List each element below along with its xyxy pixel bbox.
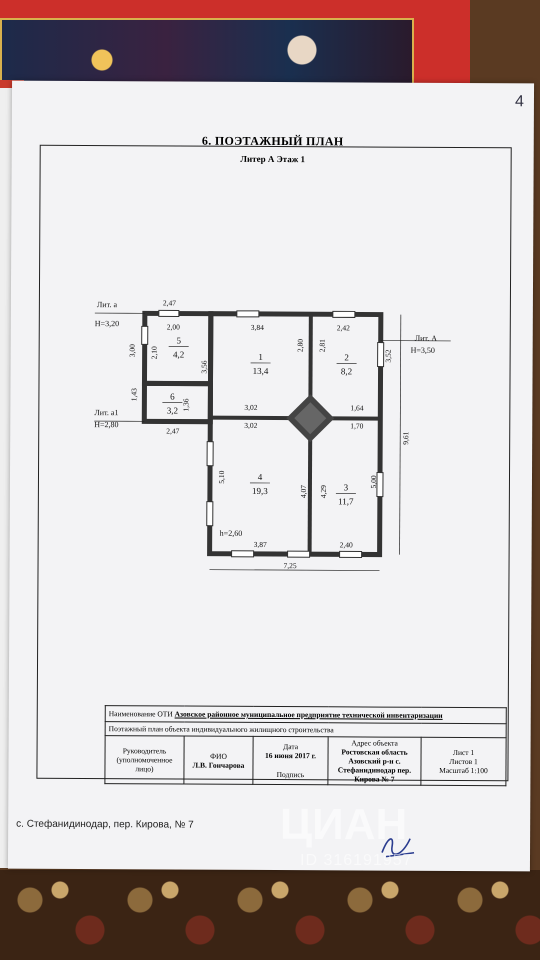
dim: 3,84	[251, 323, 264, 332]
folder-cover-art	[0, 18, 414, 92]
stove	[286, 394, 335, 443]
dim: 3,52	[384, 349, 393, 362]
dim: 1,36	[181, 398, 190, 411]
dim: 2,10	[150, 346, 159, 359]
dim: 7,25	[284, 561, 297, 570]
dim: 3,00	[128, 344, 137, 357]
dim: 2,42	[337, 323, 350, 332]
window	[287, 550, 311, 558]
room-5-area: 4,2	[173, 349, 184, 359]
room-2-number: 2	[344, 352, 349, 362]
window	[141, 325, 149, 345]
room-4-area: 19,3	[252, 486, 268, 496]
dim: 3,02	[244, 403, 257, 412]
dim: 2,81	[318, 339, 327, 352]
window	[236, 310, 260, 318]
cian-watermark: ЦИАН ID 316191957	[280, 800, 520, 880]
floor-plan-sheet: 4 6. ПОЭТАЖНЫЙ ПЛАН Литер А Этаж 1	[7, 80, 535, 872]
dim: 2,40	[340, 540, 353, 549]
dim: 3,02	[244, 421, 257, 430]
annex-a1-wall	[141, 380, 213, 425]
dim: 2,47	[163, 298, 176, 307]
dim: 2,00	[167, 322, 180, 331]
window	[339, 550, 363, 558]
label-lit-a1: Лит. а1	[94, 408, 118, 417]
dim: 3,87	[254, 540, 267, 549]
window	[377, 342, 385, 368]
room-1-area: 13,4	[253, 366, 269, 376]
manager-cell: Руководитель (уполномоченное лицо)	[104, 735, 185, 785]
folder-cover	[0, 0, 470, 95]
carpet-background	[0, 870, 540, 960]
room-6-area: 3,2	[167, 405, 178, 415]
dim: 3,56	[200, 360, 209, 373]
label-lit-a1-height: Н=2,80	[94, 420, 118, 429]
sheet-cell: Лист 1 Листов 1 Масштаб 1:100	[420, 737, 507, 786]
window	[206, 441, 214, 467]
dim: 5,10	[217, 470, 226, 483]
room-3-number: 3	[344, 482, 349, 492]
dim: 1,70	[350, 421, 363, 430]
dim: 2,47	[166, 426, 179, 435]
room-1-number: 1	[258, 352, 263, 362]
dim: 1,43	[129, 388, 138, 401]
window	[158, 309, 180, 318]
address-cell: Адрес объекта Ростовская область Азовски…	[327, 736, 422, 786]
label-lit-a-small-height: Н=3,20	[95, 319, 119, 328]
window	[332, 310, 356, 318]
label-lit-a-height: Н=3,50	[411, 346, 435, 355]
window	[231, 550, 255, 558]
date-cell: Дата 16 июня 2017 г. Подпись	[252, 736, 329, 785]
cian-logo: ЦИАН	[280, 800, 408, 849]
label-ceiling-height: h=2,60	[220, 529, 243, 538]
dim: 4,07	[299, 485, 308, 498]
room-3-area: 11,7	[338, 496, 354, 506]
address-line: с. Стефанидинодар, пер. Кирова, № 7	[16, 818, 194, 831]
dim: 4,29	[319, 485, 328, 498]
room-6-number: 6	[170, 391, 175, 401]
room-4-number: 4	[258, 472, 263, 482]
fio-cell: ФИО Л.В. Гончарова	[183, 736, 254, 785]
window	[206, 501, 214, 527]
floor-plan-drawing: Лит. а Н=3,20 Лит. а1 Н=2,80 Лит. А Н=3,…	[94, 298, 451, 571]
room-2-area: 8,2	[341, 366, 352, 376]
label-lit-a-small: Лит. а	[97, 300, 118, 309]
window	[376, 472, 384, 498]
room-5-number: 5	[176, 336, 181, 346]
cian-listing-id: ID 316191957	[300, 852, 413, 869]
dim: 9,61	[401, 431, 410, 444]
label-lit-a: Лит. А	[415, 334, 438, 343]
signature-mark	[381, 838, 415, 858]
dim: 2,80	[296, 339, 305, 352]
title-block: Наименование ОТИ Азовское районное муниц…	[104, 705, 507, 786]
dim: 5,00	[369, 475, 378, 488]
dim: 1,64	[350, 403, 363, 412]
